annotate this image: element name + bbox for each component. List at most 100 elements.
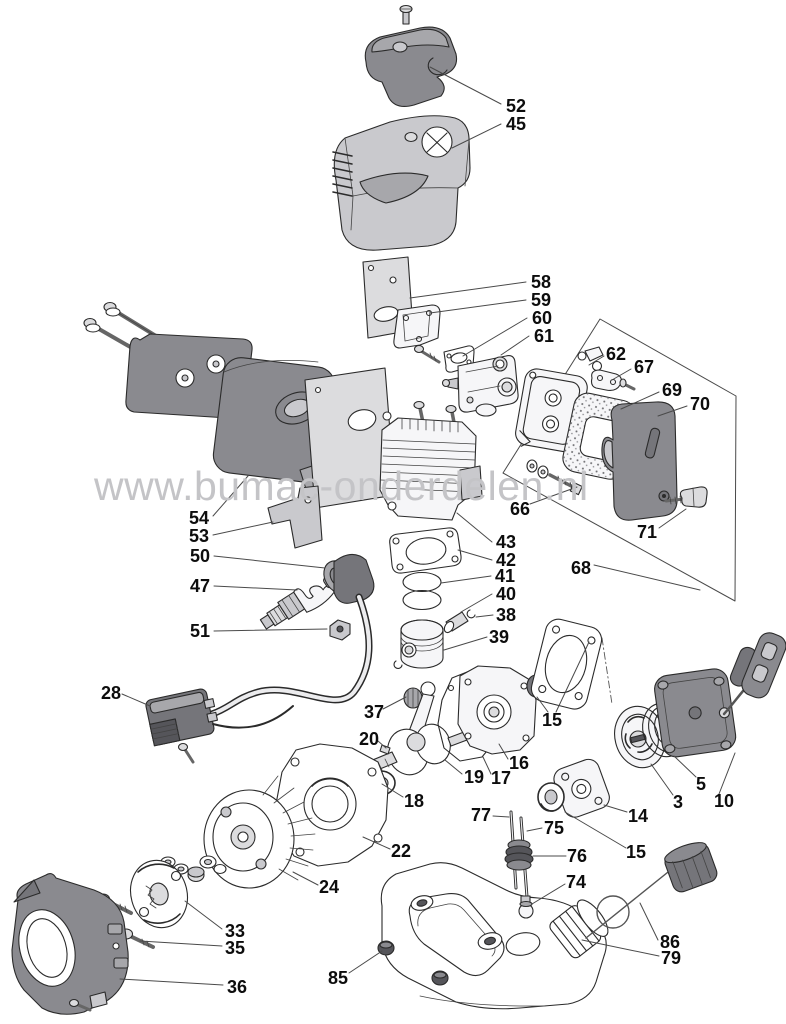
fan-housing-part xyxy=(11,872,129,1015)
callout-leader-37-25 xyxy=(382,696,407,710)
crankcase-half-part xyxy=(457,665,537,755)
callout-75-38: 75 xyxy=(544,818,564,838)
clutch-part xyxy=(130,859,188,929)
callout-leader-54-13 xyxy=(212,475,249,517)
callout-14-47: 14 xyxy=(628,806,648,826)
vent-slats xyxy=(332,151,353,197)
callout-85-41: 85 xyxy=(328,968,348,988)
crankcase-gasket-large-part xyxy=(530,618,613,710)
callout-leader-71-11 xyxy=(658,508,687,529)
oil-seal-part xyxy=(537,782,565,812)
callout-58-2: 58 xyxy=(531,272,551,292)
callout-15-48: 15 xyxy=(626,842,646,862)
callout-45-1: 45 xyxy=(506,114,526,134)
muffler-bracket-part xyxy=(267,485,323,549)
callout-leader-24-32 xyxy=(292,871,319,886)
callout-leader-18-28 xyxy=(381,783,404,798)
woodruff-key-part xyxy=(379,744,391,755)
callout-51-17: 51 xyxy=(190,621,210,641)
callout-leader-53-14 xyxy=(212,521,274,536)
callout-leader-75-38 xyxy=(526,827,543,832)
callout-leader-5-45 xyxy=(673,755,697,778)
callout-leader-16-29 xyxy=(498,743,509,760)
callout-leader-40-21 xyxy=(460,593,493,613)
callout-leader-45-1 xyxy=(451,123,502,149)
fuel-cap-part xyxy=(664,842,718,893)
callout-leader-3-44 xyxy=(650,763,674,796)
fan-crankcase-half-part xyxy=(275,743,389,867)
callout-76-39: 76 xyxy=(567,846,587,866)
callout-leader-66-10 xyxy=(529,486,578,505)
callout-leader-61-5 xyxy=(500,335,530,356)
callout-53-14: 53 xyxy=(189,526,209,546)
screw-icon xyxy=(399,4,413,25)
spark-plug-cap-part xyxy=(323,553,375,604)
callout-leader-33-33 xyxy=(184,900,223,930)
callout-69-8: 69 xyxy=(662,380,682,400)
callout-leader-70-9 xyxy=(657,405,688,417)
engine-cover-part xyxy=(332,115,471,251)
fuel-filter-part xyxy=(518,895,534,919)
callout-79-43: 79 xyxy=(661,948,681,968)
callout-42-19: 42 xyxy=(496,550,516,570)
crankshaft-part xyxy=(357,681,468,777)
callout-33-33: 33 xyxy=(225,921,245,941)
callout-3-44: 3 xyxy=(673,792,683,812)
callout-leader-17-30 xyxy=(482,756,492,775)
callout-40-21: 40 xyxy=(496,584,516,604)
callout-leader-43-18 xyxy=(456,512,493,543)
callout-leader-20-26 xyxy=(377,740,387,749)
callout-86-42: 86 xyxy=(660,932,680,952)
callout-71-11: 71 xyxy=(637,522,657,542)
callout-leader-85-41 xyxy=(348,950,383,974)
cylinder-part xyxy=(379,417,483,521)
wrist-pin-part xyxy=(443,609,476,634)
callout-28-36: 28 xyxy=(101,683,121,703)
callout-35-34: 35 xyxy=(225,938,245,958)
washer-set xyxy=(160,855,227,883)
callout-leader-50-15 xyxy=(213,555,326,569)
callout-43-18: 43 xyxy=(496,532,516,552)
callout-leader-15-48 xyxy=(564,811,627,849)
callout-leader-59-3 xyxy=(429,299,527,314)
callout-77-37: 77 xyxy=(471,805,491,825)
spark-plug-part xyxy=(259,575,336,630)
callout-47-16: 47 xyxy=(190,576,210,596)
piston-part xyxy=(393,619,444,669)
callout-leader-10-46 xyxy=(718,752,736,795)
air-filter-cover-part xyxy=(601,401,678,521)
callout-leader-38-22 xyxy=(475,614,494,618)
callout-10-46: 10 xyxy=(714,791,734,811)
thumb-screw-part xyxy=(664,486,708,508)
callout-leader-14-47 xyxy=(603,804,628,813)
callout-59-3: 59 xyxy=(531,290,551,310)
callout-leader-77-37 xyxy=(492,815,510,818)
starter-bracket-part xyxy=(553,758,610,818)
callout-leader-62-6 xyxy=(588,355,605,366)
callout-leader-68-12 xyxy=(593,564,701,591)
callout-70-9: 70 xyxy=(690,394,710,414)
callout-leader-74-40 xyxy=(531,883,566,905)
callout-leader-35-34 xyxy=(139,940,223,947)
filter-bolt xyxy=(526,459,583,496)
spark-plug-cable xyxy=(208,593,373,718)
callout-68-12: 68 xyxy=(571,558,591,578)
callout-50-15: 50 xyxy=(190,546,210,566)
callout-18-28: 18 xyxy=(404,791,424,811)
callout-leader-86-42 xyxy=(639,902,659,941)
callout-leader-79-43 xyxy=(581,939,660,957)
callout-leader-69-8 xyxy=(620,391,660,410)
starter-housing-part xyxy=(654,668,751,758)
callout-leader-22-31 xyxy=(362,836,391,850)
callout-leader-60-4 xyxy=(462,317,528,357)
callout-leader-51-17 xyxy=(213,628,328,632)
carburetor-part xyxy=(441,355,519,417)
callout-leader-28-36 xyxy=(121,693,151,707)
callout-leader-47-16 xyxy=(213,585,298,591)
callout-61-5: 61 xyxy=(534,326,554,346)
ignition-coil-part xyxy=(145,688,294,764)
callout-leader-58-2 xyxy=(409,281,527,299)
starter-pulley-part xyxy=(614,705,666,769)
